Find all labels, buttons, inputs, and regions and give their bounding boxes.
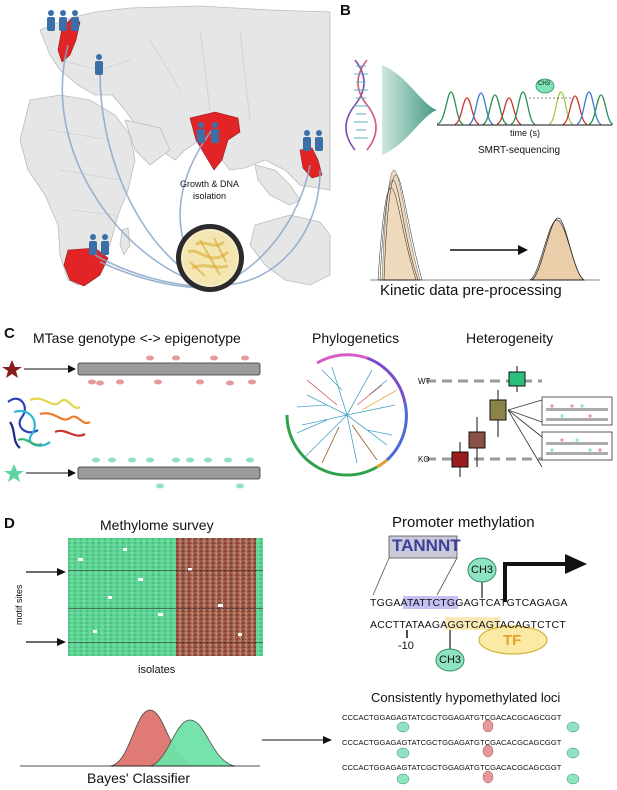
- wt-label: WT: [418, 377, 431, 386]
- madagascar-landmass: [119, 227, 131, 256]
- ch3-badge: [535, 78, 555, 94]
- hypo-title: Consistently hypomethylated loci: [371, 690, 561, 705]
- southeast-asia-landmass: [254, 164, 301, 206]
- box-wt: [508, 371, 526, 387]
- heatmap-arrows: [26, 568, 66, 646]
- hypo-row-2: CCCACTGGAGAGTATCGCTGGAGATGTCGACACGCAGCGG…: [342, 738, 562, 747]
- raw-distribution: [377, 169, 423, 281]
- bayes-arrow: [262, 736, 332, 744]
- box-ko: [451, 451, 469, 468]
- world-map: [0, 0, 331, 300]
- time-axis-label: time (s): [510, 128, 540, 138]
- hypo-row-3: CCCACTGGAGAGTATCGCTGGAGATGTCGACACGCAGCGG…: [342, 763, 562, 772]
- ch3-label-b: CH3: [538, 81, 551, 87]
- strand-bottom: ACCTTATAAGAGGTCAGTACAGTCTCT: [370, 619, 566, 631]
- box-mid-1: [468, 431, 486, 449]
- minus10-label: -10: [398, 640, 414, 652]
- ch3-badge-bottom: [435, 648, 465, 672]
- strand-top: TGGAATATTCTGGAGTCATGTCAGAGA: [370, 597, 568, 609]
- bayes-distributions: [20, 709, 260, 767]
- person-icons: [47, 10, 323, 255]
- red-star-icon: [2, 360, 22, 378]
- mtase-schematic: [2, 355, 261, 489]
- hypo-markers: [396, 719, 580, 785]
- arabia-landmass: [124, 119, 171, 166]
- motif-box: [388, 535, 458, 559]
- green-distribution: [149, 719, 236, 767]
- preprocess-label: Kinetic data pre-processing: [380, 282, 562, 299]
- ko-label: KO: [418, 455, 430, 464]
- bayes-label: Bayes' Classifier: [87, 770, 191, 786]
- kinetic-distributions: [370, 169, 600, 281]
- highlight-south-africa: [63, 247, 109, 287]
- methylome-heatmap: [68, 538, 263, 656]
- ch3-bottom-label: CH3: [439, 654, 462, 666]
- methylome-title: Methylome survey: [100, 517, 214, 533]
- phylo-title: Phylogenetics: [312, 330, 400, 346]
- motif-sites-label: motif sites: [14, 584, 24, 625]
- funnel-shape: [382, 65, 437, 155]
- promoter-schematic: [372, 535, 587, 672]
- promoter-title: Promoter methylation: [392, 514, 535, 531]
- isolates-label: isolates: [138, 664, 176, 676]
- protein-structure-icon: [7, 397, 91, 449]
- ch3-badge-top: [467, 557, 497, 583]
- phylogenetic-tree: [285, 353, 408, 477]
- genome-bar-top: [77, 362, 261, 376]
- hetero-title: Heterogeneity: [466, 330, 554, 346]
- genome-bar-bottom: [77, 466, 261, 480]
- petri-dish-icon: [176, 224, 244, 292]
- hypo-row-1: CCCACTGGAGAGTATCGCTGGAGATGTCGACACGCAGCGG…: [342, 713, 562, 722]
- highlight-southeast: [299, 147, 323, 179]
- transcription-arrow: [503, 562, 570, 602]
- australia-landmass: [249, 214, 331, 286]
- panel-letter-d: D: [4, 515, 15, 532]
- motif-box-label: TANNNT: [392, 536, 461, 555]
- ch3-top-label: CH3: [471, 564, 494, 576]
- heterogeneity-plot: [426, 366, 613, 477]
- smrt-schematic: [345, 59, 614, 155]
- petri-label: Growth & DNA isolation: [180, 179, 240, 201]
- mtase-title: MTase genotype <-> epigenotype: [33, 330, 241, 346]
- dna-helix-icon: [345, 59, 377, 151]
- tf-oval: [478, 625, 548, 655]
- sequencing-peaks: [436, 91, 614, 125]
- green-star-icon: [4, 464, 24, 482]
- tf-label: TF: [503, 632, 522, 649]
- box-mid-2: [489, 399, 507, 421]
- panel-letter-c: C: [4, 325, 15, 342]
- processed-distribution: [529, 217, 586, 281]
- smrt-label: SMRT-sequencing: [478, 145, 561, 156]
- panel-letter-b: B: [340, 2, 351, 19]
